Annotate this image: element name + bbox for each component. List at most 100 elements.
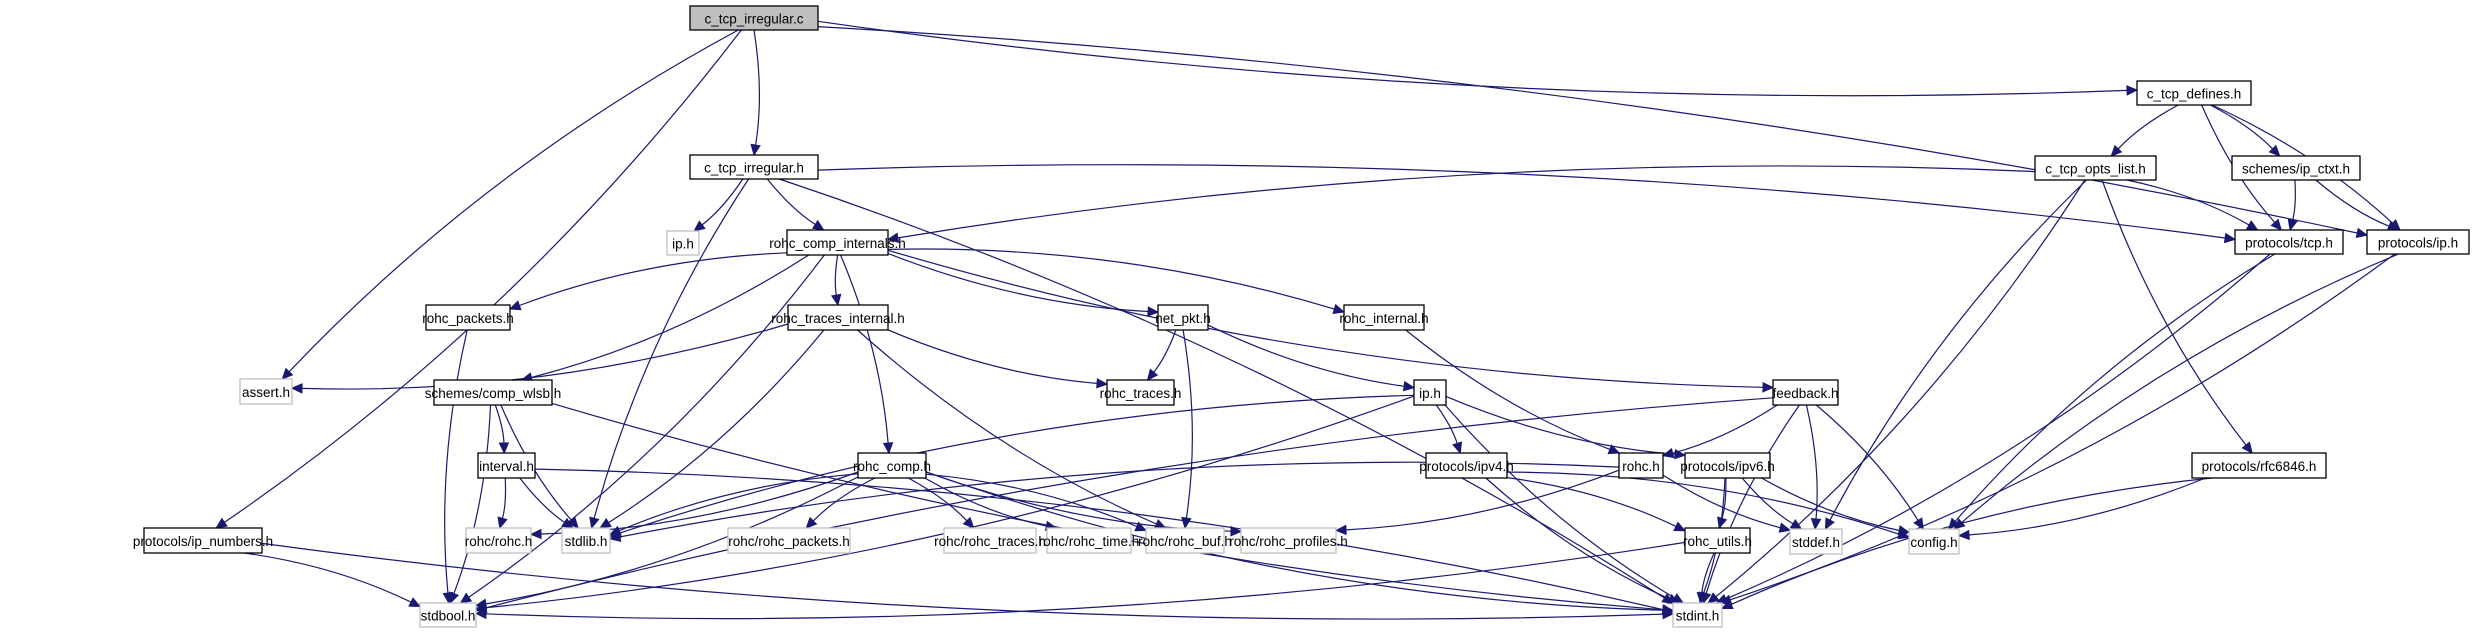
node-label: rohc.h xyxy=(1622,459,1660,474)
node-label: rohc/rohc.h xyxy=(465,534,533,549)
node-box[interactable] xyxy=(1618,452,1664,479)
node-label: c_tcp_irregular.h xyxy=(704,161,804,176)
node-box[interactable] xyxy=(2231,155,2361,181)
edge-rohc_h-to-stddef_h xyxy=(1662,474,1781,529)
node-box xyxy=(1145,527,1225,554)
arrowhead-icon-assert_h xyxy=(290,383,303,394)
node-box[interactable] xyxy=(2366,229,2470,255)
node-schemes_ip_ctxt_h[interactable]: schemes/ip_ctxt.h xyxy=(2231,155,2361,181)
edge-protocols_ip_numbers_h-to-stdint_h xyxy=(261,542,1664,620)
node-protocols_ip_numbers_h[interactable]: protocols/ip_numbers.h xyxy=(133,527,273,554)
node-box[interactable] xyxy=(1106,379,1175,406)
node-label: interval.h xyxy=(479,459,534,474)
edge-protocols_ip_h-to-config_h xyxy=(1961,253,2399,523)
node-protocols_rfc6846_h[interactable]: protocols/rfc6846.h xyxy=(2191,452,2327,479)
edge-rohc_h-to-rohc_rohc_profiles_h xyxy=(1345,469,1620,531)
edge-c_tcp_opts_list_h-to-stddef_h xyxy=(1829,179,2087,521)
edge-c_tcp_opts_list_h-to-protocols_tcp_h xyxy=(2126,179,2250,226)
node-box[interactable] xyxy=(2234,229,2344,255)
edge-rohc_traces_internal_h-to-assert_h xyxy=(301,323,789,390)
node-label: ip.h xyxy=(1419,386,1441,401)
edge-c_tcp_defines_h-to-c_tcp_opts_list_h xyxy=(2117,104,2179,150)
node-box[interactable] xyxy=(433,379,553,406)
edge-net_pkt_h-to-rohc_traces_h xyxy=(1153,329,1177,373)
node-box[interactable] xyxy=(787,304,889,331)
node-ip_h[interactable]: ip.h xyxy=(1413,379,1447,406)
node-protocols_tcp_h[interactable]: protocols/tcp.h xyxy=(2234,229,2344,255)
arrowhead-icon-stdlib_h xyxy=(599,517,612,529)
edge-c_tcp_irregular_h-to-ip_h_ext xyxy=(701,178,744,226)
node-rohc_comp_h[interactable]: rohc_comp.h xyxy=(853,452,931,479)
node-rohc_comp_internals_h[interactable]: rohc_comp_internals.h xyxy=(769,229,906,256)
arrowhead-icon-rohc_rohc_traces_h xyxy=(962,516,975,529)
node-box[interactable] xyxy=(2191,452,2327,479)
edge-rohc_utils_h-to-stdint_h xyxy=(1701,552,1715,594)
node-box[interactable] xyxy=(1684,527,1751,554)
node-box[interactable] xyxy=(143,527,263,554)
node-rohc_rohc_time_h: rohc/rohc_time.h xyxy=(1039,527,1139,554)
arrowhead-icon-rohc_h xyxy=(1607,444,1621,455)
node-box[interactable] xyxy=(477,452,536,479)
edge-interval_h-to-stdint_h xyxy=(534,468,1664,611)
edge-protocols_ipv4_h-to-rohc_utils_h xyxy=(1506,477,1677,527)
edge-net_pkt_h-to-ip_h xyxy=(1207,324,1405,387)
node-c_tcp_defines_h[interactable]: c_tcp_defines.h xyxy=(2136,80,2252,106)
arrowhead-icon-stddef_h xyxy=(1810,518,1822,531)
node-rohc_h[interactable]: rohc.h xyxy=(1618,452,1664,479)
node-rohc_internal_h[interactable]: rohc_internal.h xyxy=(1339,304,1429,331)
node-box xyxy=(666,230,700,256)
node-box xyxy=(943,527,1037,554)
node-interval_h[interactable]: interval.h xyxy=(477,452,536,479)
node-protocols_ipv4_h[interactable]: protocols/ipv4.h xyxy=(1419,452,1514,479)
node-box[interactable] xyxy=(689,154,819,180)
node-box[interactable] xyxy=(1425,452,1508,479)
arrowhead-icon-stddef_h xyxy=(1824,517,1835,531)
node-box[interactable] xyxy=(1684,452,1771,479)
node-c_tcp_irregular_c[interactable]: c_tcp_irregular.c xyxy=(689,5,819,31)
arrowhead-icon-rohc_rohc_h xyxy=(497,516,508,530)
node-stdlib_h: stdlib.h xyxy=(561,527,611,554)
node-box[interactable] xyxy=(2136,80,2252,106)
edge-rohc_comp_h-to-stdint_h xyxy=(925,471,1664,611)
node-box[interactable] xyxy=(1343,304,1425,331)
node-rohc_rohc_profiles_h: rohc/rohc_profiles.h xyxy=(1229,527,1348,554)
node-box[interactable] xyxy=(1772,379,1839,406)
node-c_tcp_irregular_h[interactable]: c_tcp_irregular.h xyxy=(689,154,819,180)
node-rohc_traces_internal_h[interactable]: rohc_traces_internal.h xyxy=(771,304,905,331)
node-label: rohc_internal.h xyxy=(1339,311,1428,326)
edge-ip_h-to-stdbool_h xyxy=(485,395,1415,609)
node-label: schemes/ip_ctxt.h xyxy=(2242,162,2350,177)
arrowhead-icon-stdbool_h xyxy=(459,592,473,604)
arrowhead-icon-c_tcp_opts_list_h xyxy=(2110,144,2123,157)
node-rohc_utils_h[interactable]: rohc_utils.h xyxy=(1683,527,1752,554)
arrowhead-icon-rohc_rohc_packets_h xyxy=(805,516,818,529)
edge-c_tcp_irregular_h-to-stdlib_h xyxy=(593,178,750,519)
node-box[interactable] xyxy=(425,304,511,331)
edge-protocols_rfc6846_h-to-stdint_h xyxy=(1730,477,2213,605)
arrowhead-icon-stdint_h xyxy=(1662,608,1675,620)
edge-net_pkt_h-to-rohc_rohc_buf_h xyxy=(1182,329,1193,519)
node-box[interactable] xyxy=(786,229,889,256)
node-c_tcp_opts_list_h[interactable]: c_tcp_opts_list.h xyxy=(2034,155,2157,181)
edge-schemes_ip_ctxt_h-to-protocols_tcp_h xyxy=(2292,179,2296,221)
node-protocols_ipv6_h[interactable]: protocols/ipv6.h xyxy=(1680,452,1775,479)
edge-rohc_comp_h-to-rohc_rohc_buf_h xyxy=(925,473,1138,528)
node-box[interactable] xyxy=(1157,304,1209,331)
node-label: protocols/tcp.h xyxy=(2245,236,2333,251)
node-box[interactable] xyxy=(1413,379,1447,406)
arrowhead-icon-rohc_rohc_buf_h xyxy=(1181,516,1192,530)
node-schemes_comp_wlsb_h[interactable]: schemes/comp_wlsb.h xyxy=(425,379,562,406)
node-protocols_ip_h[interactable]: protocols/ip.h xyxy=(2366,229,2470,255)
node-rohc_traces_h[interactable]: rohc_traces.h xyxy=(1100,379,1182,406)
arrowhead-icon-stdint_h xyxy=(1720,599,1734,609)
node-label: protocols/ip_numbers.h xyxy=(133,534,273,549)
arrowhead-icon-rohc_comp_internals_h xyxy=(811,219,825,231)
node-box[interactable] xyxy=(857,452,927,479)
node-rohc_packets_h[interactable]: rohc_packets.h xyxy=(422,304,514,331)
node-box[interactable] xyxy=(2034,155,2157,181)
arrowhead-icon-protocols_ipv4_h xyxy=(1452,441,1463,455)
node-feedback_h[interactable]: feedback.h xyxy=(1772,379,1839,406)
arrowhead-icon-rohc_h xyxy=(1661,447,1675,459)
node-box[interactable] xyxy=(689,5,819,31)
node-net_pkt_h[interactable]: net_pkt.h xyxy=(1155,304,1211,331)
